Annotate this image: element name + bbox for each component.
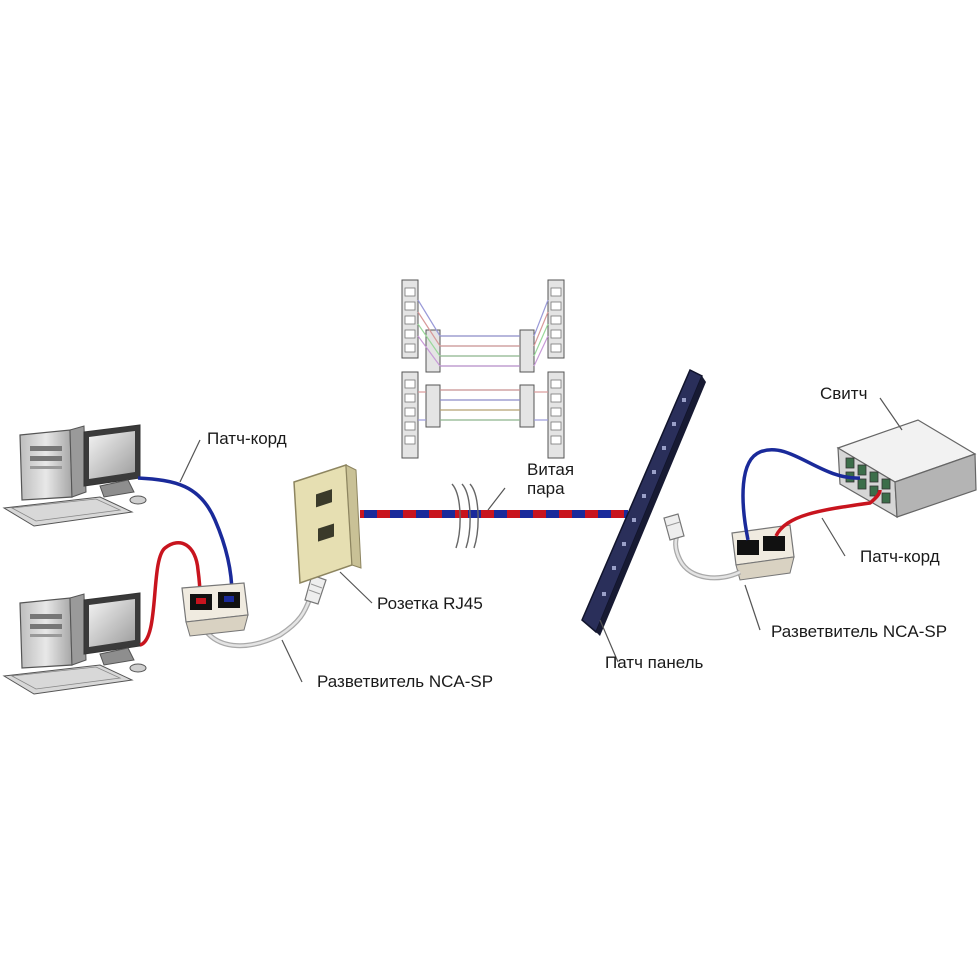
rj45-plug-right-icon: [663, 513, 685, 541]
label-patch-panel: Патч панель: [605, 653, 704, 672]
wall-socket-rj45-icon: [293, 463, 362, 585]
punch-down-slots: [404, 287, 562, 445]
label-splitter-left: Разветвитель NCA-SP: [317, 672, 493, 691]
patch-cord-red-right: [774, 489, 882, 537]
patch-cord-blue-left: [137, 476, 234, 596]
label-twisted-pair-line1: Витая: [527, 460, 574, 479]
label-patch-cord-right: Патч-корд: [860, 547, 940, 566]
switch-icon: [836, 419, 977, 519]
label-splitter-right: Разветвитель NCA-SP: [771, 622, 947, 641]
label-patch-cord-left: Патч-корд: [207, 429, 287, 448]
label-twisted-pair-line2: пара: [527, 479, 565, 498]
cable-break-marks: [451, 483, 479, 549]
splitter-right-icon: [731, 524, 795, 581]
label-switch: Свитч: [820, 384, 867, 403]
patch-panel-icon: [581, 368, 706, 636]
patch-cord-red-left: [139, 541, 202, 647]
computer-top-icon: [2, 424, 147, 527]
splitter-cable-right: [673, 531, 742, 581]
punch-down-wires: [417, 299, 549, 421]
rj45-plug-left-icon: [304, 574, 327, 605]
patch-cord-blue-right: [741, 448, 861, 541]
twisted-pair-cable: [360, 510, 628, 518]
punch-down-blocks-icon: [401, 279, 565, 459]
computer-bottom-icon: [2, 592, 147, 695]
label-rj45-socket: Розетка RJ45: [377, 594, 483, 613]
leader-lines: [179, 397, 903, 683]
splitter-left-icon: [181, 582, 249, 637]
